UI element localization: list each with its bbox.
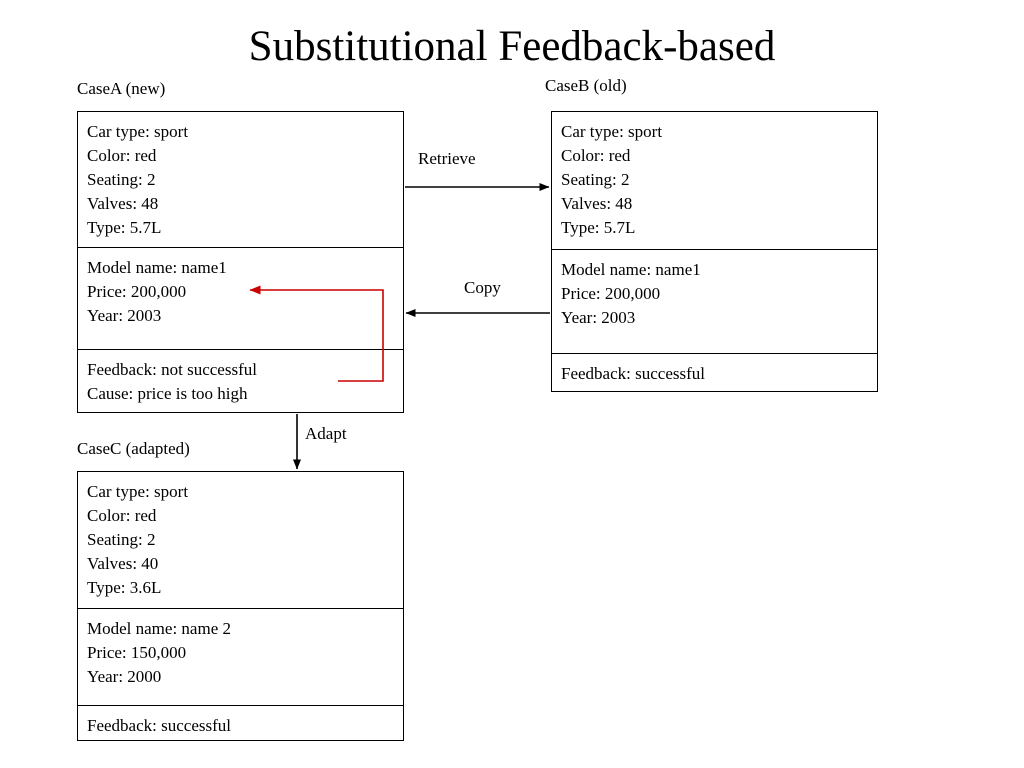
case-a-label: CaseA (new) bbox=[77, 79, 166, 98]
case-b-solution-section: Model name: name1 Price: 200,000 Year: 2… bbox=[552, 249, 877, 353]
case-a-feedback-section: Feedback: not successful Cause: price is… bbox=[78, 349, 403, 414]
case-a-attributes-section: Car type: sport Color: red Seating: 2 Va… bbox=[78, 112, 403, 247]
case-b-attributes-section: Car type: sport Color: red Seating: 2 Va… bbox=[552, 112, 877, 249]
case-c-attr-line: Valves: 40 bbox=[87, 554, 159, 573]
case-b-feedback-section: Feedback: successful bbox=[552, 353, 877, 393]
case-b-attr-line: Valves: 48 bbox=[561, 194, 633, 213]
case-a-solution-line: Year: 2003 bbox=[87, 306, 162, 325]
case-a-feedback-line: Feedback: not successful bbox=[87, 360, 257, 379]
page-title: Substitutional Feedback-based bbox=[248, 23, 776, 70]
case-b-solution-line: Year: 2003 bbox=[561, 308, 636, 327]
case-a-attr-line: Car type: sport bbox=[87, 122, 189, 141]
case-c-solution-line: Model name: name 2 bbox=[87, 619, 231, 638]
case-c-attr-line: Car type: sport bbox=[87, 482, 189, 501]
case-a-attr-line: Valves: 48 bbox=[87, 194, 159, 213]
case-b-attr-line: Color: red bbox=[561, 146, 631, 165]
case-a-attr-line: Color: red bbox=[87, 146, 157, 165]
edge-label-adapt: Adapt bbox=[305, 424, 347, 443]
case-c-box[interactable]: Car type: sport Color: red Seating: 2 Va… bbox=[77, 471, 404, 741]
case-c-attributes-section: Car type: sport Color: red Seating: 2 Va… bbox=[78, 472, 403, 608]
case-b-box[interactable]: Car type: sport Color: red Seating: 2 Va… bbox=[551, 111, 878, 392]
case-c-solution-line: Year: 2000 bbox=[87, 667, 162, 686]
case-a-solution-line: Price: 200,000 bbox=[87, 282, 187, 301]
case-a-box[interactable]: Car type: sport Color: red Seating: 2 Va… bbox=[77, 111, 404, 413]
case-a-attr-line: Seating: 2 bbox=[87, 170, 156, 189]
case-b-attr-line: Car type: sport bbox=[561, 122, 663, 141]
case-c-attr-line: Color: red bbox=[87, 506, 157, 525]
case-a-attr-line: Type: 5.7L bbox=[87, 218, 162, 237]
case-c-solution-line: Price: 150,000 bbox=[87, 643, 187, 662]
case-b-attr-line: Seating: 2 bbox=[561, 170, 630, 189]
edge-label-copy: Copy bbox=[464, 278, 501, 297]
case-b-label: CaseB (old) bbox=[545, 76, 627, 95]
case-c-attr-line: Seating: 2 bbox=[87, 530, 156, 549]
edge-label-retrieve: Retrieve bbox=[418, 149, 476, 168]
case-c-solution-section: Model name: name 2 Price: 150,000 Year: … bbox=[78, 608, 403, 705]
case-c-feedback-line: Feedback: successful bbox=[87, 716, 231, 735]
case-a-solution-section: Model name: name1 Price: 200,000 Year: 2… bbox=[78, 247, 403, 349]
case-c-attr-line: Type: 3.6L bbox=[87, 578, 162, 597]
case-b-feedback-line: Feedback: successful bbox=[561, 364, 705, 383]
case-b-solution-line: Model name: name1 bbox=[561, 260, 701, 279]
case-c-label: CaseC (adapted) bbox=[77, 439, 190, 458]
case-b-attr-line: Type: 5.7L bbox=[561, 218, 636, 237]
case-c-feedback-section: Feedback: successful bbox=[78, 705, 403, 742]
case-a-feedback-line: Cause: price is too high bbox=[87, 384, 248, 403]
case-b-solution-line: Price: 200,000 bbox=[561, 284, 661, 303]
case-a-solution-line: Model name: name1 bbox=[87, 258, 227, 277]
